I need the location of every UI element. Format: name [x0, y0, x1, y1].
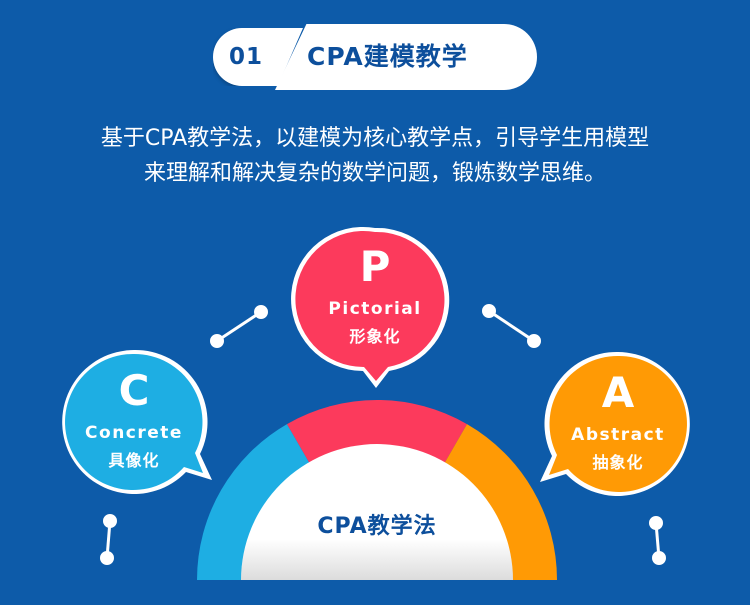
bubble-chinese: 形象化	[349, 327, 401, 346]
section-title-badge	[275, 24, 537, 90]
arc-label: CPA教学法	[317, 514, 437, 539]
intro-line-2: 来理解和解决复杂的数学问题，锻炼数学思维。	[143, 161, 606, 186]
bubble-letter: C	[118, 366, 150, 415]
bubble-concrete: C Concrete 具像化	[62, 349, 212, 494]
speech-bubble-icon	[62, 349, 212, 494]
section-title: CPA建模教学	[307, 42, 468, 71]
bubble-english: Pictorial	[328, 299, 422, 319]
speech-bubble-icon	[291, 227, 450, 388]
bubble-english: Abstract	[571, 425, 665, 445]
bubble-abstract: A Abstract 抽象化	[540, 351, 690, 496]
arc-inner	[241, 444, 513, 580]
intro-line-1: 基于CPA教学法，以建模为核心教学点，引导学生用模型	[100, 126, 650, 151]
section-header: 01 CPA建模教学	[213, 24, 537, 90]
bubble-chinese: 抽象化	[592, 453, 644, 472]
section-number: 01	[229, 44, 264, 70]
bubble-letter: P	[359, 242, 391, 291]
bubble-letter: A	[601, 368, 635, 417]
bubble-english: Concrete	[85, 423, 183, 443]
bubble-chinese: 具像化	[108, 451, 160, 470]
bubble-pictorial: P Pictorial 形象化	[291, 227, 450, 388]
speech-bubble-icon	[540, 351, 690, 496]
